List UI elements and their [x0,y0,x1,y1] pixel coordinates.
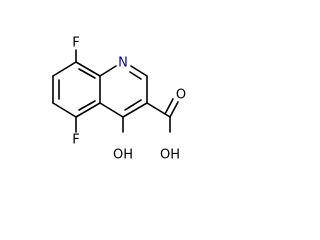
bond-c3-c4-inner [124,99,142,111]
atom-label-f-bottom: F [72,133,79,148]
atom-label-o: O [176,88,186,103]
molecule-structure: F F N OH O OH [52,36,186,163]
bond-n-c2-inner [129,71,142,80]
bond-cooh-o-double [164,98,174,115]
atom-label-oh: OH [113,148,133,163]
atom-label-n: N [118,56,128,71]
bond-c7-c8 [52,61,77,77]
bond-c8a-n [99,65,117,77]
bond-c3-c4 [122,102,148,118]
bond-c4-c4a [99,102,124,118]
bond-c4a-c5-inner [78,100,96,111]
bond-c3-cooh [146,102,171,118]
bond-c8-c8a-inner [78,68,96,79]
bond-c5-c6 [52,102,77,118]
bond-c4a-c5 [75,102,101,118]
bond-c8-c8a [75,61,101,77]
atom-label-cooh-oh: OH [160,148,180,163]
atom-label-f-top: F [72,36,79,51]
bond-cooh-o [169,101,179,118]
bond-n-c2 [130,65,148,77]
